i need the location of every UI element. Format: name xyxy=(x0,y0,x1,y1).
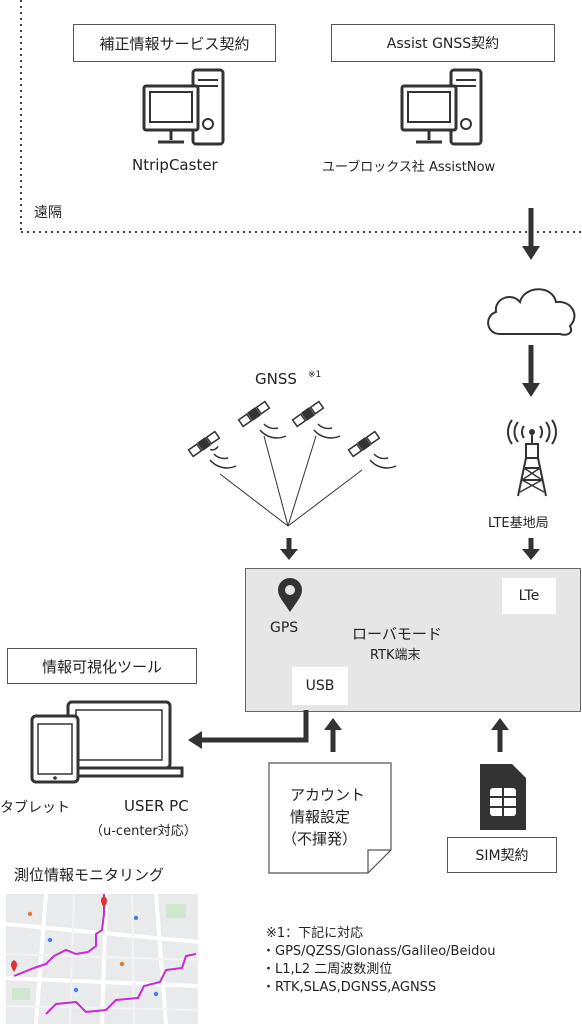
account-note-shape xyxy=(268,762,392,874)
gps-pin-icon xyxy=(278,578,302,612)
tablet-label: タブレット xyxy=(0,800,70,816)
user-pc-label: USER PC xyxy=(124,797,189,815)
assistnow-server-label: ユーブロックス社 AssistNow xyxy=(322,160,496,175)
visualization-tool-box: 情報可視化ツール xyxy=(7,648,197,684)
lte-module-label: LTe xyxy=(518,588,540,604)
remote-zone-border xyxy=(20,0,582,233)
satellite-icon xyxy=(237,400,271,428)
correction-service-contract-label: 補正情報サービス契約 xyxy=(99,34,250,53)
footnote-item: ・GPS/QZSS/Glonass/Galileo/Beidou xyxy=(262,944,496,959)
footnote-heading: ※1：下記に対応 xyxy=(266,926,364,941)
gnss-label: GNSS xyxy=(255,370,297,388)
arrow-remote-to-cloud xyxy=(522,208,540,260)
visualization-tool-label: 情報可視化ツール xyxy=(41,657,162,676)
account-line2: 情報設定 xyxy=(290,808,351,826)
account-line3: （不揮発） xyxy=(282,830,358,848)
sim-contract-label: SIM契約 xyxy=(475,848,529,864)
rover-mode-title: ローバモード xyxy=(352,625,442,643)
rover-mode-subtitle: RTK端末 xyxy=(370,648,421,663)
footnote-item: ・RTK,SLAS,DGNSS,AGNSS xyxy=(262,980,437,995)
account-line1: アカウント xyxy=(290,786,366,804)
arrow-gnss-to-rover xyxy=(280,538,298,560)
footnote-item: ・L1,L2 二周波数測位 xyxy=(262,962,393,977)
satellite-icon xyxy=(347,430,381,458)
user-pc-sublabel: （u-center対応） xyxy=(90,824,197,839)
lte-module-box: LTe xyxy=(502,578,556,614)
satellite-icon xyxy=(187,430,221,458)
satellite-icon xyxy=(291,400,325,428)
lte-tower-icon xyxy=(507,419,557,497)
gnss-footnote-mark: ※1 xyxy=(308,370,322,380)
sim-contract-box: SIM契約 xyxy=(447,837,557,873)
gnss-satellite-group xyxy=(187,400,397,527)
arrow-sim-to-rover xyxy=(491,718,509,752)
ntrip-server-icon xyxy=(142,68,225,146)
remote-zone-label: 遠隔 xyxy=(34,205,62,221)
arrow-rover-to-pc xyxy=(188,710,309,749)
ntrip-server-label: NtripCaster xyxy=(132,156,218,174)
lte-station-label: LTE基地局 xyxy=(488,516,549,531)
assist-gnss-contract-box: Assist GNSS契約 xyxy=(331,24,555,62)
usb-port-label: USB xyxy=(305,678,335,694)
assist-gnss-contract-label: Assist GNSS契約 xyxy=(386,36,500,52)
correction-service-contract-box: 補正情報サービス契約 xyxy=(73,24,276,62)
monitoring-map-image xyxy=(5,893,199,1025)
arrow-account-to-rover xyxy=(324,718,342,752)
cloud-icon xyxy=(487,288,576,336)
arrow-lte-to-rover xyxy=(522,538,540,560)
usb-port-box: USB xyxy=(292,667,348,705)
tablet-and-pc-icon xyxy=(30,700,184,784)
arrow-cloud-to-lte xyxy=(522,345,540,397)
gps-label: GPS xyxy=(270,620,299,636)
monitoring-title: 測位情報モニタリング xyxy=(14,866,165,884)
sim-card-icon xyxy=(480,764,526,830)
assistnow-server-icon xyxy=(400,68,483,146)
